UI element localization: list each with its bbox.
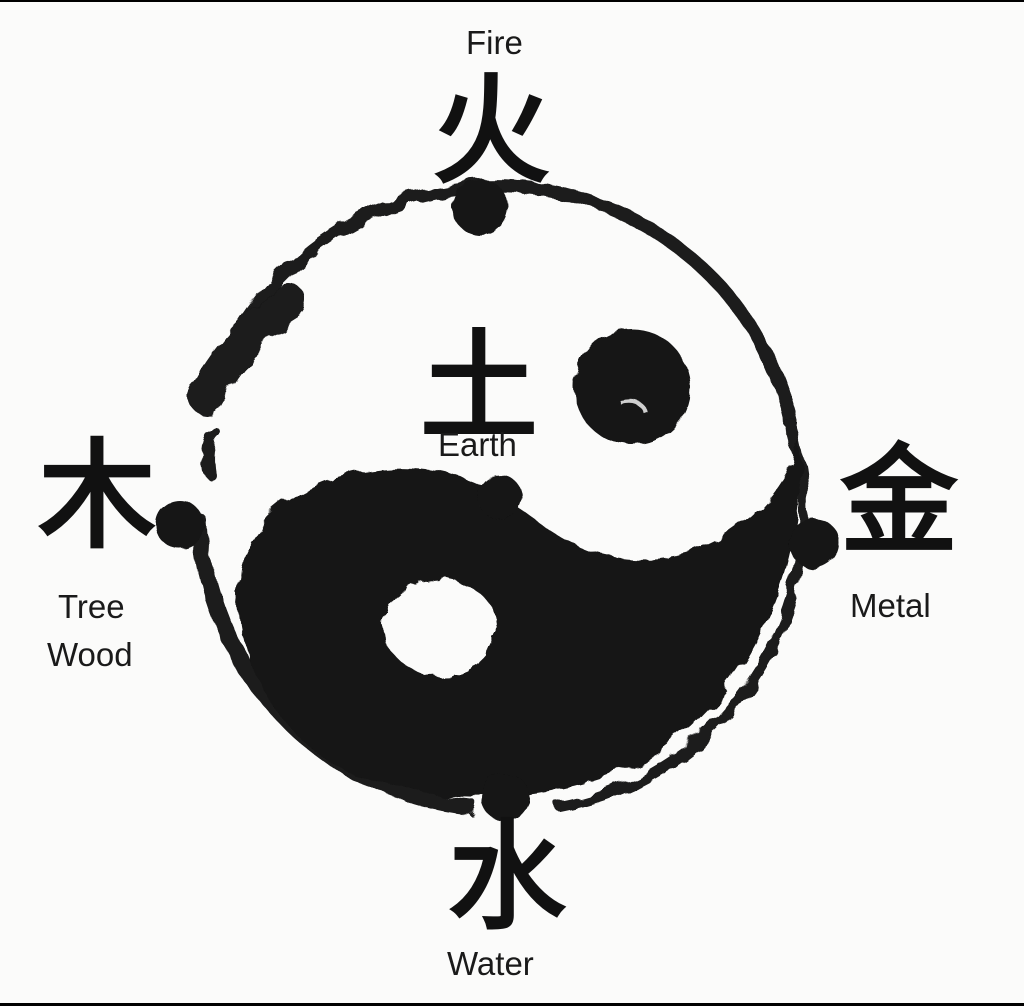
water-character: 水 xyxy=(448,807,567,946)
wood-label: Wood xyxy=(47,636,133,673)
earth-character: 土 xyxy=(420,317,539,456)
water-label: Water xyxy=(447,945,534,982)
metal-character: 金 xyxy=(840,431,959,570)
yin-half xyxy=(238,442,801,797)
fire-label: Fire xyxy=(466,24,523,61)
yang-eye xyxy=(574,329,690,445)
wood-character: 木 xyxy=(38,426,157,565)
node-dots xyxy=(156,179,840,821)
metal-label: Metal xyxy=(850,587,931,624)
earth-label: Earth xyxy=(438,426,517,463)
tree-label: Tree xyxy=(58,588,125,625)
fire-character: 火 xyxy=(432,61,551,200)
